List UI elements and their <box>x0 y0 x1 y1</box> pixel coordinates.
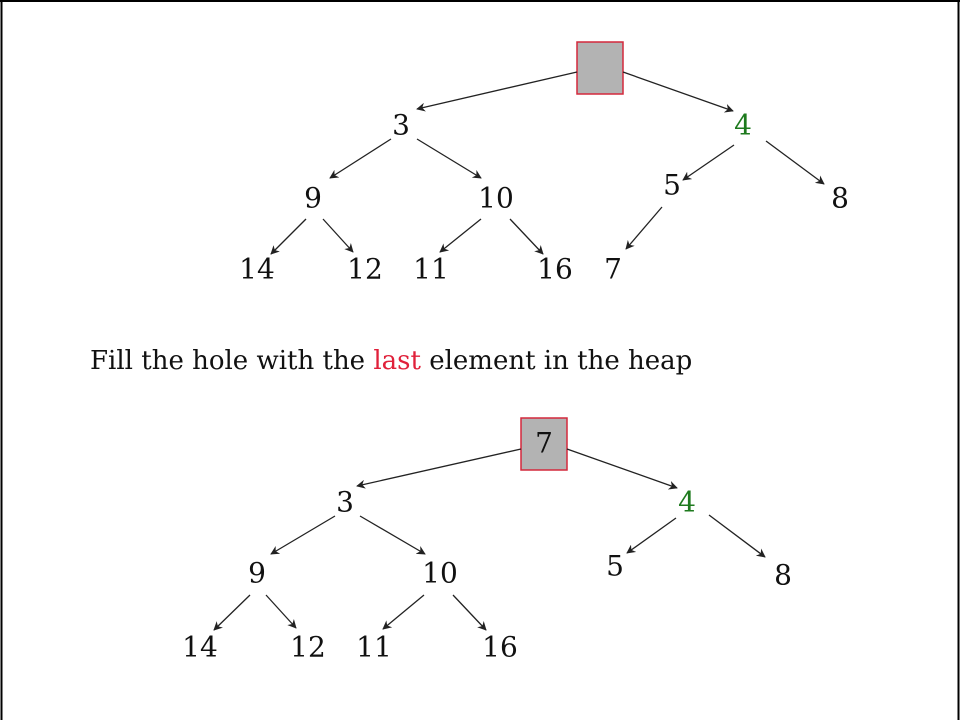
edge-4-to-5 <box>626 517 677 554</box>
node-9: 9 <box>248 557 266 590</box>
edge-9-to-14 <box>270 218 307 255</box>
node-16: 16 <box>482 631 518 664</box>
edge-9-to-12 <box>322 218 354 253</box>
edge-3-to-10 <box>359 515 426 555</box>
node-4: 4 <box>678 486 696 519</box>
node-root-7: 7 <box>535 427 553 460</box>
node-14: 14 <box>182 631 218 664</box>
node-12: 12 <box>347 253 383 286</box>
heap-tree-before: 3 4 9 10 5 8 14 12 11 16 7 <box>239 41 849 286</box>
edge-4-to-8 <box>765 140 825 185</box>
node-8: 8 <box>831 182 849 215</box>
edge-9-to-12 <box>265 594 297 629</box>
node-16: 16 <box>537 253 573 286</box>
edge-9-to-14 <box>213 594 251 631</box>
root-box-filled <box>520 417 568 471</box>
node-10: 10 <box>478 182 514 215</box>
node-5: 5 <box>606 550 624 583</box>
edge-10-to-11 <box>439 218 482 253</box>
node-9: 9 <box>304 182 322 215</box>
edge-5-to-7 <box>625 206 663 250</box>
edge-root-to-4 <box>622 71 734 113</box>
caption-after: element in the heap <box>420 346 693 376</box>
root-hole-box <box>576 41 624 95</box>
edge-root-to-4 <box>566 448 678 490</box>
node-5: 5 <box>663 169 681 202</box>
caption: Fill the hole with the last element in t… <box>90 346 692 376</box>
edge-3-to-10 <box>416 138 482 179</box>
node-7: 7 <box>604 253 622 286</box>
node-3: 3 <box>336 486 354 519</box>
node-11: 11 <box>413 253 449 286</box>
edge-3-to-9 <box>329 138 392 179</box>
edge-10-to-16 <box>509 218 544 255</box>
caption-highlight: last <box>373 346 421 376</box>
edge-root-to-3 <box>416 71 578 112</box>
node-4: 4 <box>734 109 752 142</box>
edge-10-to-11 <box>382 594 425 630</box>
node-14: 14 <box>239 253 275 286</box>
node-12: 12 <box>290 631 326 664</box>
node-11: 11 <box>356 631 392 664</box>
node-8: 8 <box>774 559 792 592</box>
edge-10-to-16 <box>452 594 487 631</box>
edge-4-to-5 <box>682 144 735 181</box>
edge-root-to-3 <box>356 448 522 489</box>
edge-3-to-9 <box>270 515 336 555</box>
node-3: 3 <box>392 109 410 142</box>
edge-4-to-8 <box>708 514 766 558</box>
caption-before: Fill the hole with the <box>90 346 374 376</box>
heap-tree-after: 7 3 4 9 10 5 8 14 12 11 16 <box>182 417 792 664</box>
node-10: 10 <box>422 557 458 590</box>
